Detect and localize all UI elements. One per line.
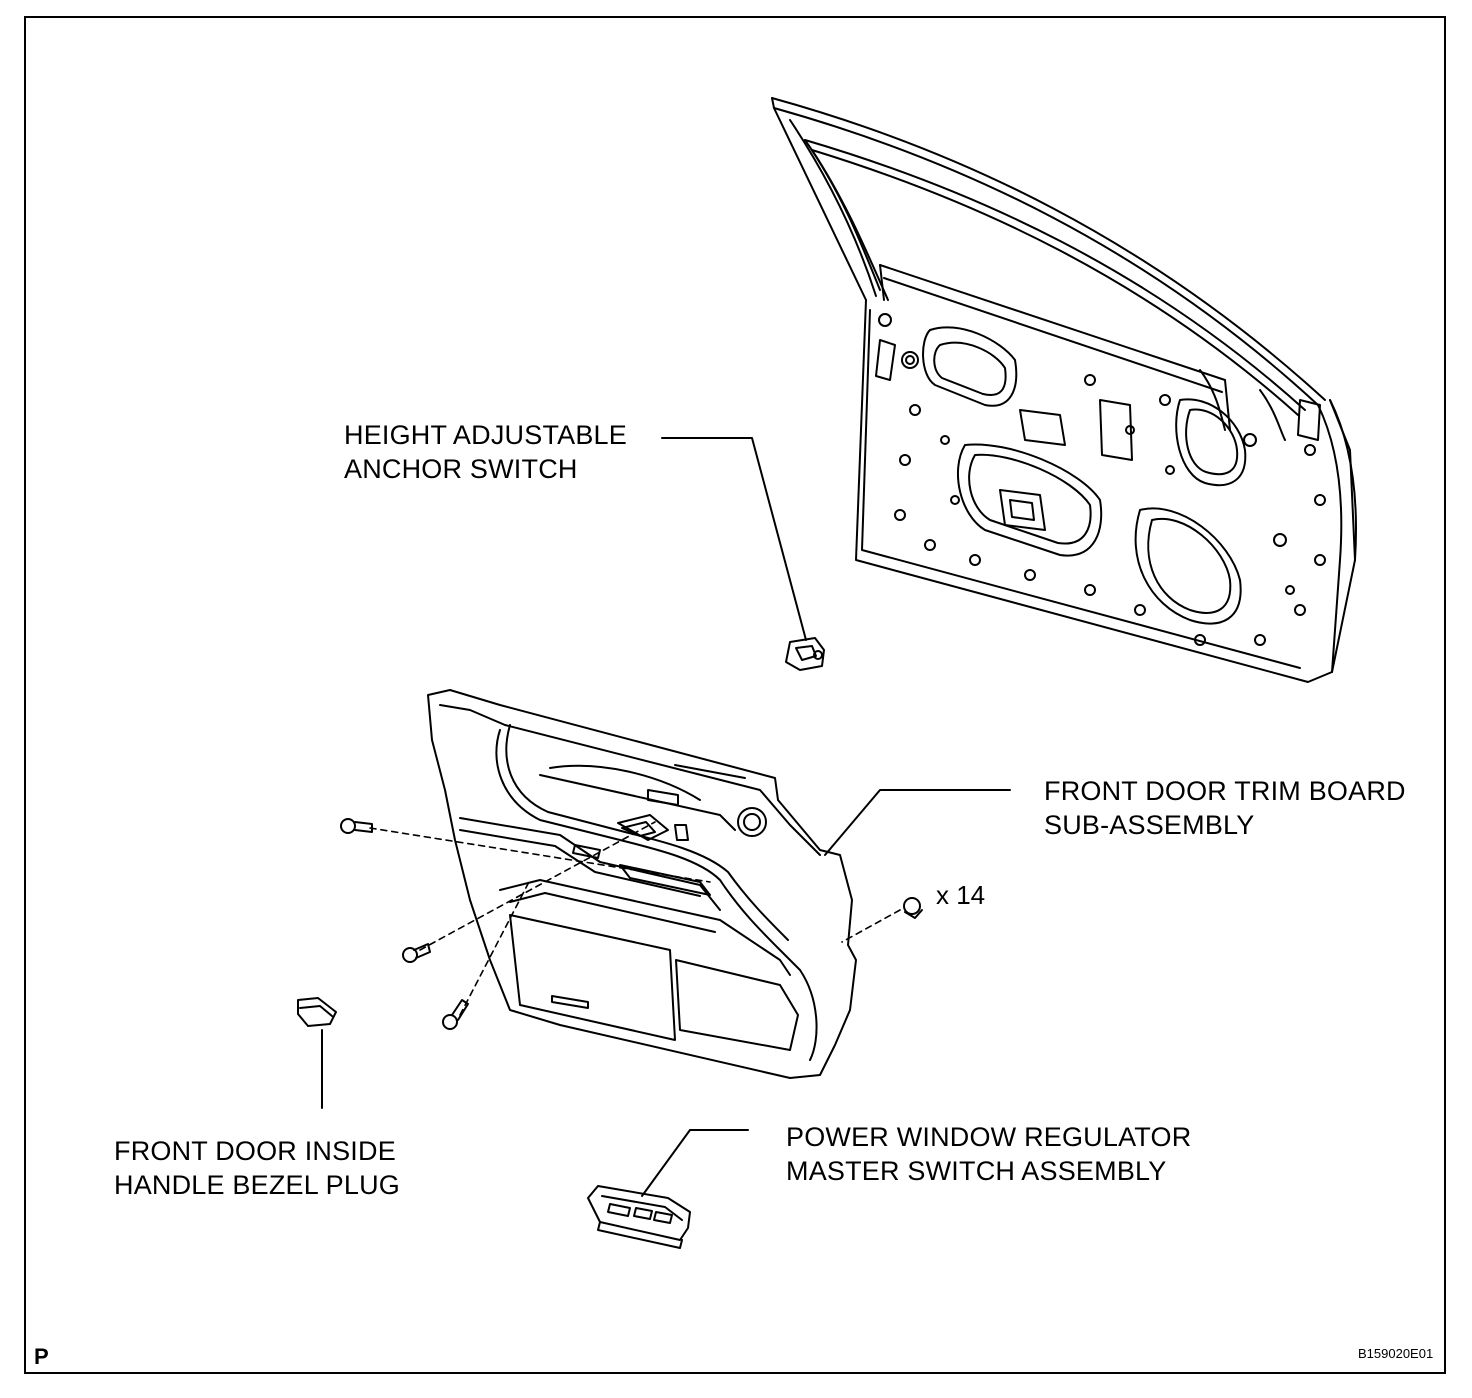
screw-middle xyxy=(402,943,431,963)
front-door-trim-board xyxy=(427,689,857,1079)
label-line: HANDLE BEZEL PLUG xyxy=(114,1170,400,1200)
height-adjustable-anchor-switch-part xyxy=(785,637,825,671)
diagram-border xyxy=(24,16,1446,1374)
label-line: SUB-ASSEMBLY xyxy=(1044,810,1255,840)
corner-mark: P xyxy=(34,1344,49,1369)
label-line: POWER WINDOW REGULATOR xyxy=(786,1122,1192,1152)
trim-board-leader xyxy=(824,789,1011,856)
screw-alignment-lines xyxy=(369,821,901,1016)
height-adjustable-anchor-switch-label: HEIGHT ADJUSTABLE ANCHOR SWITCH xyxy=(344,418,627,486)
label-line: MASTER SWITCH ASSEMBLY xyxy=(786,1156,1167,1186)
power-window-switch-label: POWER WINDOW REGULATOR MASTER SWITCH ASS… xyxy=(786,1120,1191,1188)
front-door-inside-handle-bezel-plug-part xyxy=(297,997,337,1027)
anchor-switch-leader xyxy=(661,437,807,641)
front-door-panel xyxy=(771,97,1357,683)
label-line: FRONT DOOR TRIM BOARD xyxy=(1044,776,1406,806)
front-door-trim-board-label: FRONT DOOR TRIM BOARD SUB-ASSEMBLY xyxy=(1044,774,1406,842)
clip-quantity: x 14 xyxy=(936,880,986,910)
clip xyxy=(903,897,923,919)
bezel-plug-label: FRONT DOOR INSIDE HANDLE BEZEL PLUG xyxy=(114,1134,400,1202)
power-window-regulator-master-switch-part xyxy=(587,1185,691,1249)
figure-id: B159020E01 xyxy=(1358,1346,1434,1361)
label-line: ANCHOR SWITCH xyxy=(344,454,578,484)
label-line: FRONT DOOR INSIDE xyxy=(114,1136,396,1166)
screw-lower xyxy=(442,999,469,1030)
power-window-leader xyxy=(641,1129,749,1197)
screw-upper xyxy=(340,818,373,834)
label-line: HEIGHT ADJUSTABLE xyxy=(344,420,627,450)
